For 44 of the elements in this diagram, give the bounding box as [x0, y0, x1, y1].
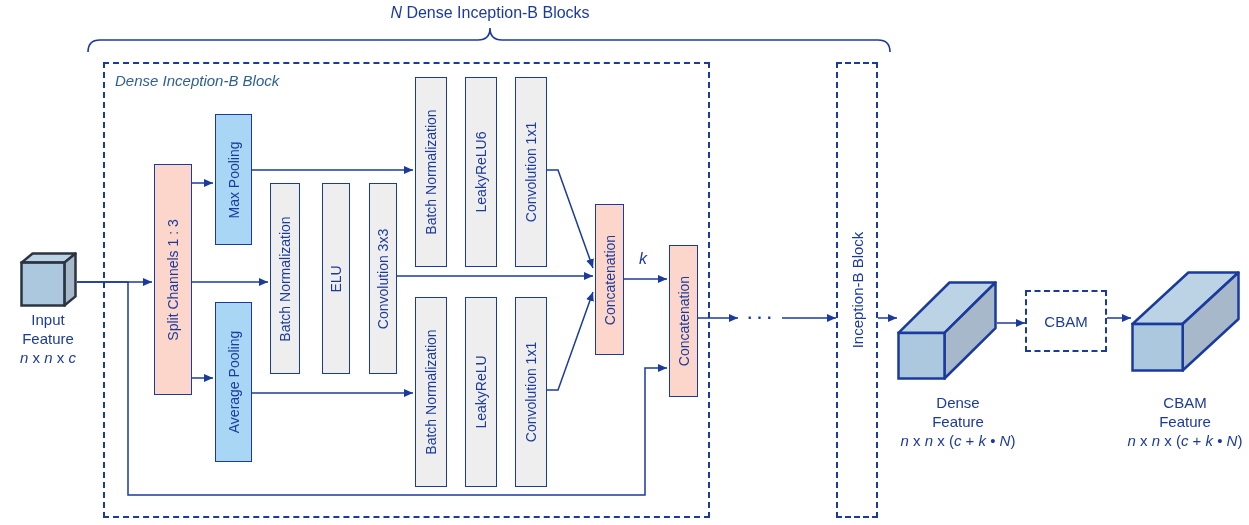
box-label: LeakyReLU	[473, 355, 489, 429]
layer-box	[515, 77, 547, 267]
block-label: Inception-B Block	[848, 231, 866, 349]
title: N Dense Inception-B Blocks	[390, 4, 590, 22]
box-label: Batch Normalization	[423, 329, 439, 455]
layer-box	[322, 183, 350, 374]
arrow	[877, 314, 898, 322]
box-label: Convolution 1x1	[523, 341, 539, 443]
layer-box	[270, 183, 300, 374]
layer-box	[515, 297, 547, 487]
operation-box	[669, 245, 698, 397]
dimension-formula: n x n x (c + k • N)	[1127, 431, 1243, 450]
pooling-box	[215, 302, 252, 462]
block-heading: Dense Inception-B Block	[115, 72, 280, 89]
block-label: CBAM	[1044, 312, 1088, 330]
dimension-formula: n x n x (c + k • N)	[900, 431, 1016, 450]
operation-box	[595, 204, 624, 355]
box-label: ELU	[328, 264, 344, 293]
layer-box	[415, 297, 447, 487]
box-label: Convolution 3x3	[375, 228, 391, 329]
operation-box	[154, 164, 192, 395]
dimension-formula: n x n x c	[20, 348, 76, 367]
layer-box	[465, 77, 497, 267]
box-label: Max Pooling	[225, 141, 242, 218]
dashed-block-box	[836, 62, 878, 518]
box-label: Concatenation	[601, 234, 618, 325]
ellipsis: · · ·	[747, 309, 773, 327]
box-label: LeakyReLU6	[473, 131, 489, 213]
layer-box	[465, 297, 497, 487]
box-label: Split Channels 1 : 3	[165, 218, 181, 341]
dashed-block-box	[1025, 290, 1107, 352]
box-label: Batch Normalization	[423, 109, 439, 235]
box-label: Concatenation	[675, 275, 692, 367]
box-label: Batch Normalization	[277, 215, 293, 342]
dashed-block-frame	[103, 62, 710, 518]
layer-box	[369, 183, 397, 374]
arrow	[76, 281, 668, 496]
arrow	[1106, 314, 1132, 322]
pooling-box	[215, 114, 252, 245]
box-label: Average Pooling	[225, 330, 242, 434]
arrow	[781, 314, 837, 322]
box-label: Convolution 1x1	[523, 121, 539, 223]
arrow	[996, 319, 1026, 327]
layer-box	[415, 77, 447, 267]
